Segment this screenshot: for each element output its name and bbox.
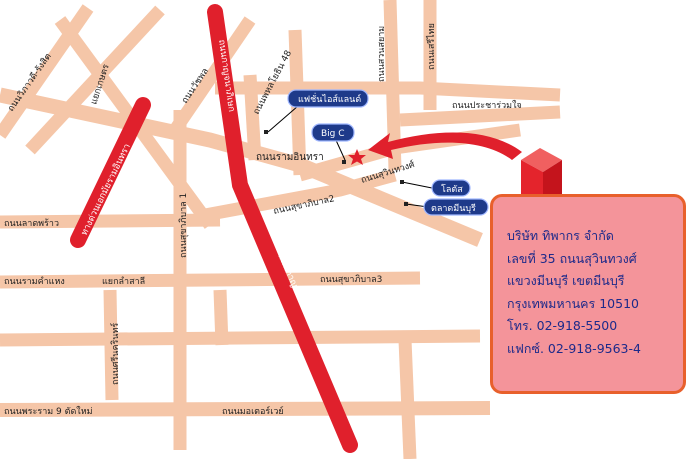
company-fax: แฟกซ์. 02-918-9563-4 xyxy=(507,340,641,356)
road-middle-h1 xyxy=(0,329,481,347)
leader-lotus xyxy=(401,181,433,189)
road-top-horizontal xyxy=(215,81,561,102)
marker-bigc xyxy=(342,160,346,164)
road-v-center xyxy=(243,74,262,161)
company-phone: โทร. 02-918-5500 xyxy=(507,318,618,333)
company-name: บริษัท ทิพากร จำกัด xyxy=(507,228,614,243)
pointer-arrow xyxy=(368,132,522,160)
location-star-icon xyxy=(348,149,366,165)
road-prachan xyxy=(399,105,561,127)
label-prachan: ถนนประชาร่วมใจ xyxy=(452,100,522,111)
label-sukhapiban1: ถนนสุขาภิบาล 1 xyxy=(178,193,189,258)
marker-lotus xyxy=(400,180,404,184)
highways xyxy=(70,4,358,453)
company-address-line1: เลขที่ 35 ถนนสุวินทวงศ์ xyxy=(507,250,637,266)
label-sukhapiban3: ถนนสุขาภิบาล3 xyxy=(320,274,382,285)
company-info-box: บริษัท ทิพากร จำกัด เลขที่ 35 ถนนสุวินทว… xyxy=(490,194,686,394)
label-ramkhamhaeng: ถนนรามคำแหง xyxy=(4,276,65,287)
pill-fashion-island: แฟชั่นไอส์แลนด์ xyxy=(287,89,369,108)
marker-fashion xyxy=(264,130,268,134)
pill-market-label: ตลาดมีนบุรี xyxy=(431,203,476,214)
company-address-line3: กรุงเทพมหานคร 10510 xyxy=(507,295,639,311)
pill-lotus-label: โลตัส xyxy=(441,184,463,195)
label-suan-siam: ถนนสวนสยาม xyxy=(377,26,387,82)
leader-bigc xyxy=(334,137,346,161)
label-phraram9: ถนนพระราม 9 ตัดใหม่ xyxy=(4,406,93,417)
road-middle-v1 xyxy=(213,289,229,346)
road-lower-v xyxy=(398,339,417,459)
label-latphrao: ถนนลาดพร้าว xyxy=(4,218,59,229)
label-motorway: ถนนมอเตอร์เวย์ xyxy=(222,405,284,417)
pill-lotus: โลตัส xyxy=(431,179,471,197)
label-ramintra: ถนนรามอินทรา xyxy=(256,152,324,163)
pill-big-c: Big C xyxy=(311,123,355,142)
pill-bigc-label: Big C xyxy=(321,129,345,139)
road-left-upper-diag xyxy=(25,5,165,155)
company-address-line2: แขวงมีนบุรี เขตมีนบุรี xyxy=(507,273,625,288)
road-watcharapol xyxy=(169,16,256,134)
marker-market xyxy=(404,202,408,206)
road-ramkhamhaeng xyxy=(0,271,421,289)
pill-minburi-market: ตลาดมีนบุรี xyxy=(423,198,489,216)
leader-fashion xyxy=(267,105,299,133)
label-yaek-lamsali: แยกลำสาลี xyxy=(102,276,145,287)
label-srinakarin: ถนนศรีนครินทร์ xyxy=(109,323,121,385)
pill-fashion-label: แฟชั่นไอส์แลนด์ xyxy=(298,92,361,105)
highway-kanchanapisek xyxy=(207,4,358,453)
highway-ekkamai-ramintra xyxy=(70,97,151,248)
label-seri-thai: ถนนเสรีไทย xyxy=(426,23,437,70)
